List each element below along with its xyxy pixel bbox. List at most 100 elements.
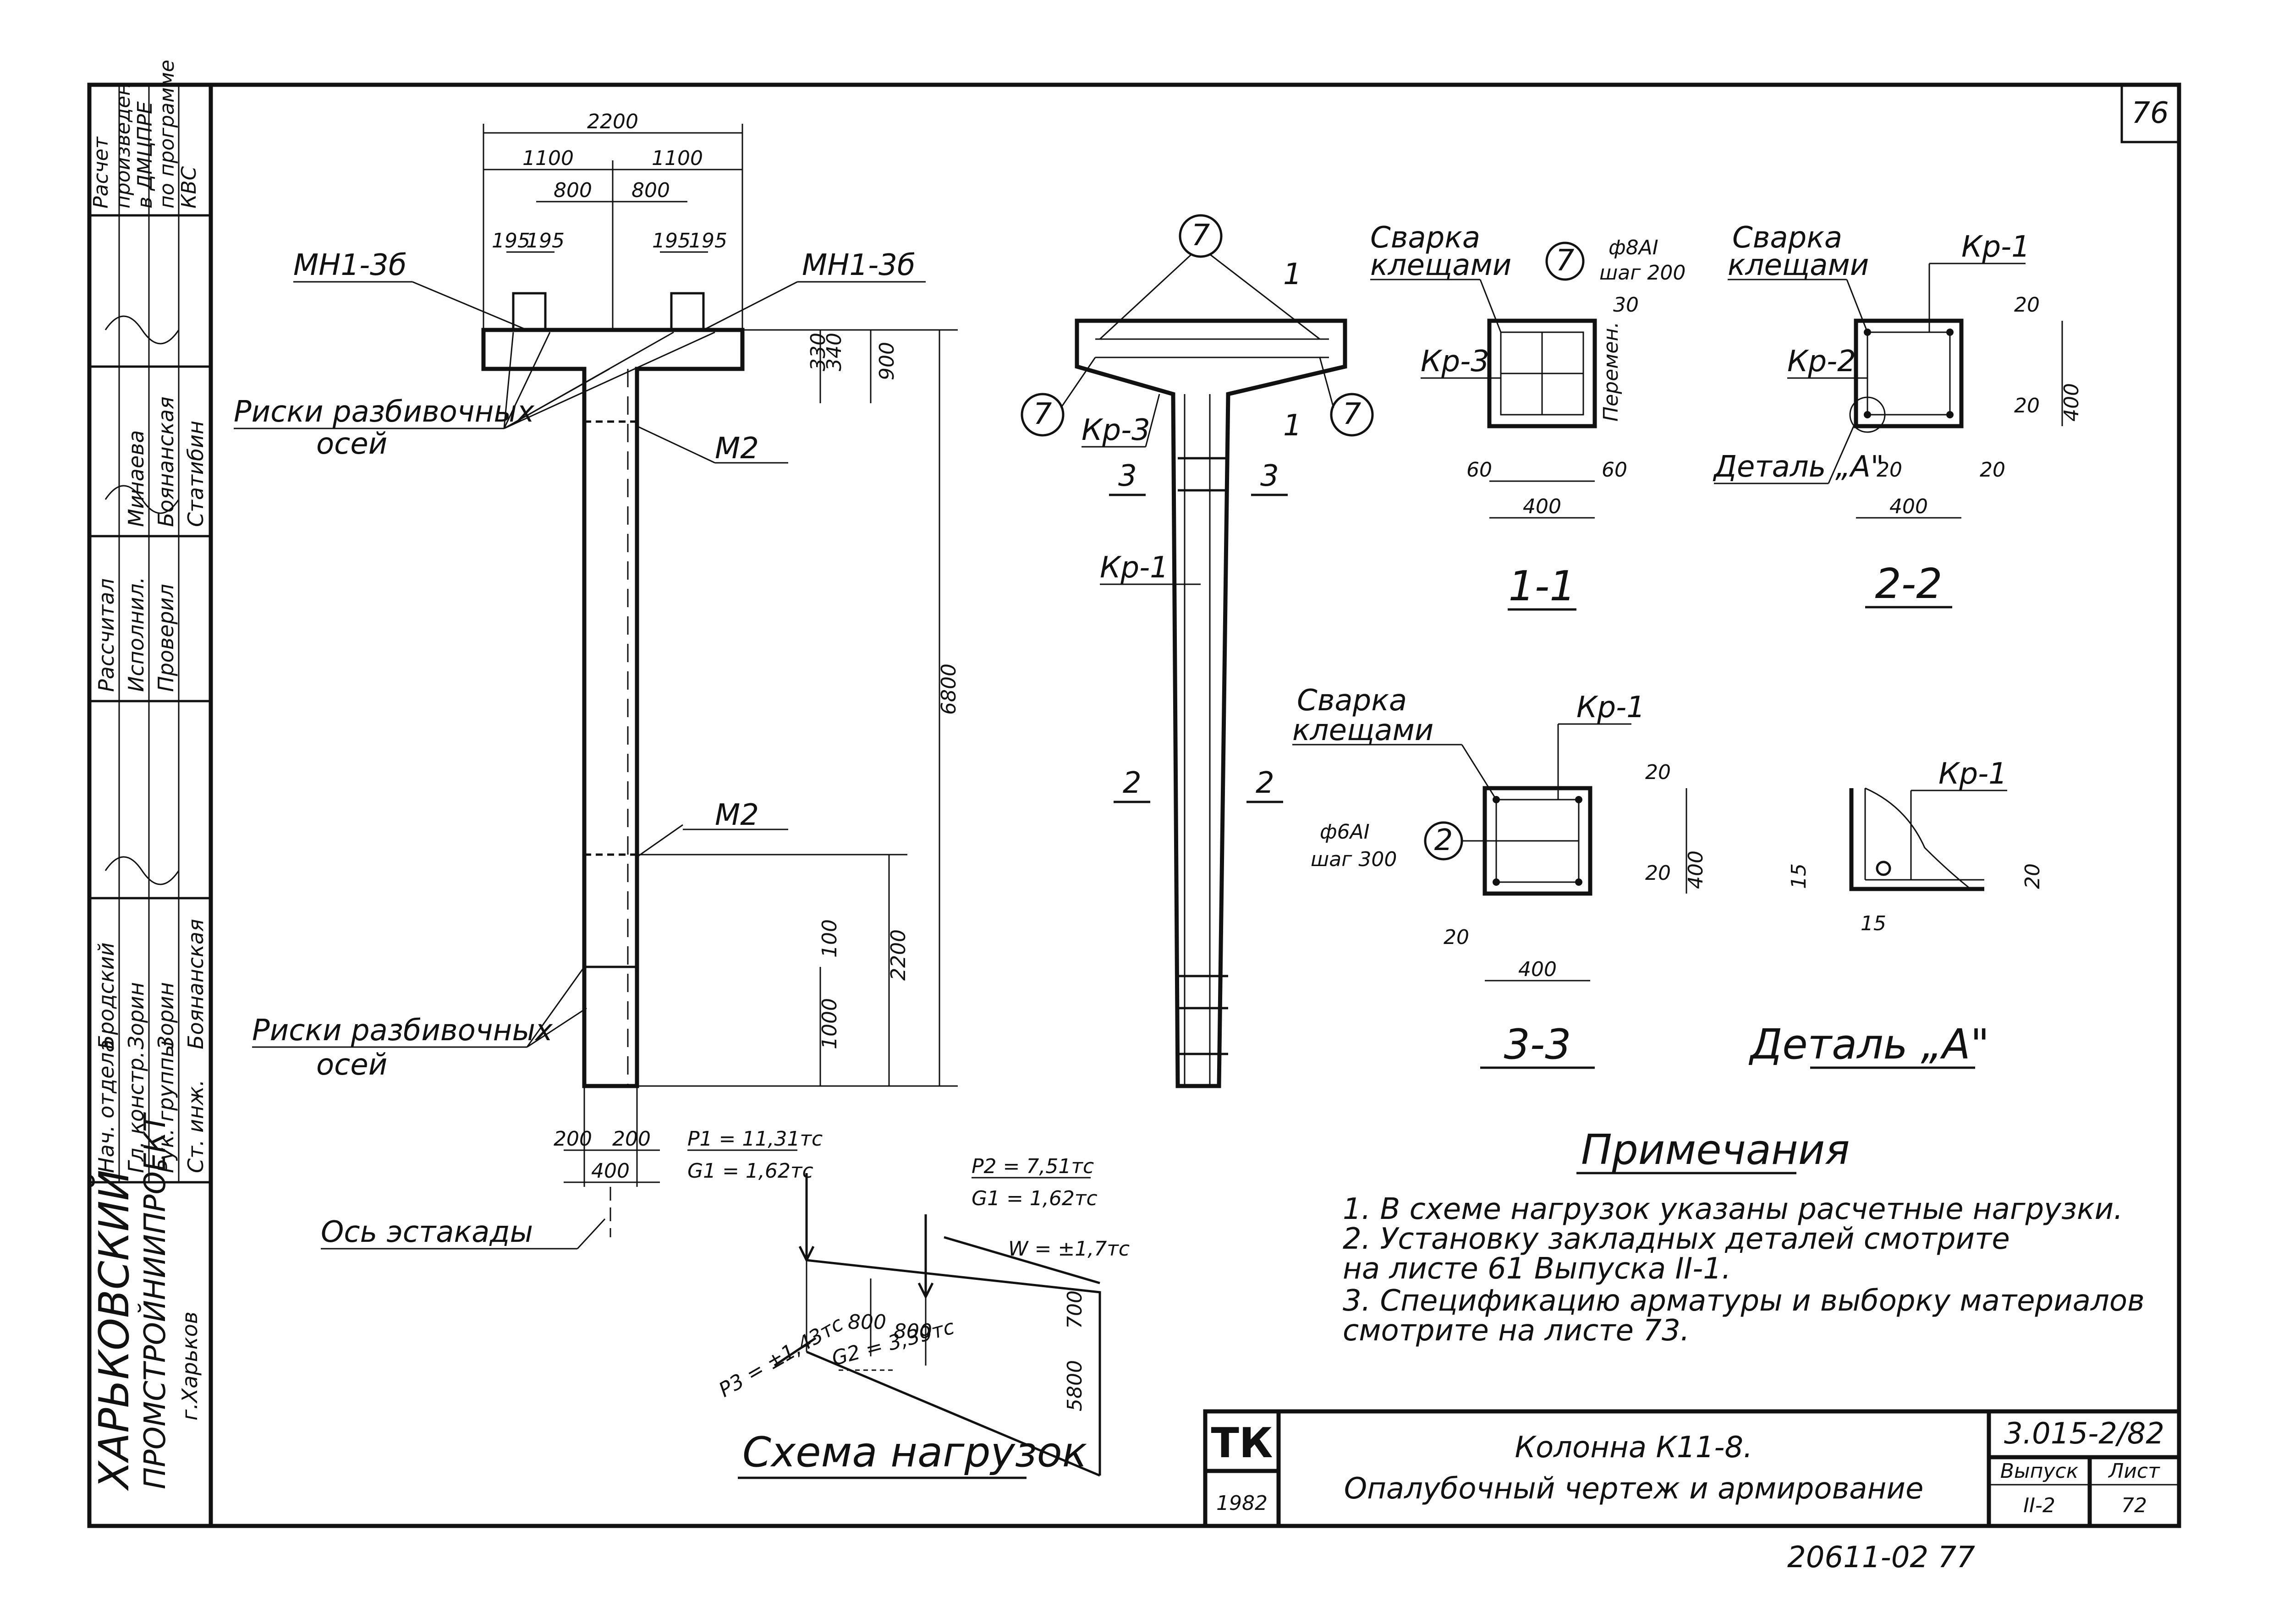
side-stamp: ХАРЬКОВСКИЙ ПРОМСТРОЙНИИПРОЕКТ г.Харьков… bbox=[89, 60, 211, 1491]
title-line-1: Колонна К11-8. bbox=[1515, 1431, 1753, 1465]
s11-title: 1-1 bbox=[1509, 562, 1576, 610]
title-sheet: 72 bbox=[2121, 1494, 2147, 1517]
dim-offset-right: 800 bbox=[631, 179, 670, 202]
pos7-bubble-top bbox=[1179, 214, 1223, 258]
stamp-note-3: в ДМЦПРЕ bbox=[133, 101, 157, 208]
reinf-kr1: Кр-1 bbox=[1100, 551, 1169, 585]
label-axis-marks-bottom-2: осей bbox=[316, 1048, 387, 1082]
stamp-surname-3: Зорин bbox=[154, 982, 178, 1049]
s33-pos: 2 bbox=[1434, 823, 1453, 857]
reinf-pos7-right: 7 bbox=[1343, 397, 1362, 431]
label-embed-left: МН1-3б bbox=[293, 248, 406, 282]
s33-step: шаг 300 bbox=[1311, 848, 1397, 871]
s11-width: 400 bbox=[1523, 495, 1561, 518]
s22-weld-2: клещами bbox=[1728, 248, 1869, 282]
cut-3-right: 3 bbox=[1260, 459, 1279, 493]
stamp-role-1: Нач. отдела bbox=[94, 1039, 119, 1173]
stamp-note-2: произведен bbox=[111, 82, 135, 208]
stamp-note-1: Расчет bbox=[89, 136, 113, 208]
reinf-pos7-left: 7 bbox=[1033, 397, 1052, 431]
stamp-sign-name-2: Боянанская bbox=[154, 396, 178, 527]
load-g1: G1 = 1,62тс bbox=[687, 1159, 813, 1183]
s33-d20a: 20 bbox=[1645, 761, 1671, 784]
notes-item-1: 1. В схеме нагрузок указаны расчетные на… bbox=[1343, 1192, 2123, 1226]
detail-title: Деталь „А" bbox=[1748, 1020, 1989, 1069]
embed-plate-left bbox=[512, 292, 547, 331]
dim-base-width: 400 bbox=[591, 1159, 630, 1183]
detail-kr1: Кр-1 bbox=[1938, 757, 2007, 791]
label-trestle-axis: Ось эстакады bbox=[321, 1215, 533, 1249]
signature-mark-2 bbox=[104, 315, 180, 345]
load-d700: 700 bbox=[1063, 1290, 1087, 1329]
s22-kr2: Кр-2 bbox=[1787, 345, 1856, 379]
label-m2-top: М2 bbox=[715, 432, 759, 466]
title-code: 3.015-2/82 bbox=[2004, 1417, 2164, 1451]
dim-bolt-c: 195 bbox=[652, 229, 691, 252]
s22-width: 400 bbox=[1889, 495, 1928, 518]
title-issue: II-2 bbox=[2023, 1494, 2055, 1517]
s22-kr1: Кр-1 bbox=[1961, 230, 2030, 264]
stamp-sign-name-1: Минаева bbox=[124, 430, 148, 527]
s11-step: шаг 200 bbox=[1599, 261, 1686, 285]
column-elevation: 2200 1100 1100 800 800 195 195 195 195 3… bbox=[234, 110, 961, 1250]
s22-d20b: 20 bbox=[2014, 394, 2040, 417]
sheet-number-box: 76 bbox=[2120, 83, 2180, 143]
detail-a: Кр-1 15 15 20 Деталь „А" bbox=[1748, 757, 2044, 1069]
dim-bolt-d: 195 bbox=[689, 229, 727, 252]
load-scheme-title: Схема нагрузок bbox=[742, 1428, 1087, 1476]
stamp-surname-1: Бродский bbox=[94, 942, 119, 1049]
signature-mark-3 bbox=[104, 856, 180, 885]
dim-mark-100: 100 bbox=[818, 919, 841, 958]
dim-column-height: 6800 bbox=[937, 664, 961, 715]
load-p2: P2 = 7,51тс bbox=[972, 1155, 1094, 1178]
title-year: 1982 bbox=[1216, 1492, 1268, 1515]
stamp-surname-2: Зорин bbox=[124, 982, 148, 1049]
s11-d30: 30 bbox=[1613, 293, 1639, 317]
label-embed-right: МН1-3б bbox=[802, 248, 915, 282]
dim-offset-left: 800 bbox=[554, 179, 592, 202]
pos7-bubble-right bbox=[1330, 393, 1374, 437]
s33-d20c: 20 bbox=[1444, 926, 1469, 949]
s11-side: Перемен. bbox=[1599, 322, 1623, 422]
org-line-1: ХАРЬКОВСКИЙ bbox=[89, 1170, 138, 1491]
s33-bar: ф6АI bbox=[1320, 820, 1370, 844]
load-d5800: 5800 bbox=[1063, 1360, 1087, 1411]
reinforcement-elevation: 7 7 7 Кр-3 Кр-1 1 1 3 3 2 2 bbox=[1021, 214, 1374, 1088]
title-block: ТК 1982 Колонна К11-8. Опалубочный черте… bbox=[1203, 1409, 2181, 1528]
dim-half-right: 1100 bbox=[652, 147, 703, 170]
s11-pos: 7 bbox=[1556, 244, 1575, 278]
title-line-2: Опалубочный чертеж и армирование bbox=[1344, 1472, 1924, 1506]
s33-title: 3-3 bbox=[1504, 1020, 1571, 1069]
s11-bar: ф8АI bbox=[1609, 236, 1658, 259]
stamp-role-2: Гл. констр. bbox=[124, 1051, 148, 1173]
notes-item-2: 2. Установку закладных деталей смотрите bbox=[1343, 1222, 2010, 1256]
cut-1-right-top: 1 bbox=[1283, 258, 1302, 291]
reinf-column-outline bbox=[1075, 318, 1347, 1088]
detail-d20: 20 bbox=[2021, 863, 2044, 889]
notes-item-4: 3. Спецификацию арматуры и выборку матер… bbox=[1343, 1284, 2145, 1318]
s33-weld-2: клещами bbox=[1292, 713, 1433, 747]
stamp-role-4: Ст. инж. bbox=[183, 1080, 208, 1173]
notes-item-5: смотрите на листе 73. bbox=[1343, 1314, 1690, 1348]
reinf-kr3: Кр-3 bbox=[1082, 413, 1150, 447]
s33-width: 400 bbox=[1518, 958, 1557, 981]
stamp-note-5: КВС bbox=[177, 166, 201, 208]
dim-mark-1000: 1000 bbox=[818, 998, 841, 1049]
stamp-sign-role-2: Исполнил. bbox=[124, 577, 148, 692]
bottom-stamp: 20611-02 77 bbox=[1787, 1541, 1975, 1575]
section-1-1: Сварка клещами 7 ф8АI шаг 200 Кр-3 Перем… bbox=[1370, 221, 1686, 611]
dim-base-right: 200 bbox=[612, 1127, 651, 1151]
stamp-note-4: по программе bbox=[155, 60, 179, 208]
stamp-sign-name-3: Статибин bbox=[183, 421, 208, 527]
stamp-role-3: Рук. группы bbox=[154, 1041, 178, 1173]
pos7-bubble-left bbox=[1021, 393, 1065, 437]
load-g2: G1 = 1,62тс bbox=[972, 1187, 1098, 1210]
stamp-sign-role-3: Проверил bbox=[154, 584, 178, 692]
signature-mark-1 bbox=[104, 485, 180, 514]
cut-2-right: 2 bbox=[1256, 766, 1274, 800]
dim-base-left: 200 bbox=[554, 1127, 592, 1151]
s22-title: 2-2 bbox=[1875, 560, 1943, 608]
label-axis-marks-bottom: Риски разбивочных bbox=[252, 1014, 553, 1048]
s11-d60a: 60 bbox=[1466, 458, 1492, 482]
s22-d20a: 20 bbox=[2014, 293, 2040, 317]
